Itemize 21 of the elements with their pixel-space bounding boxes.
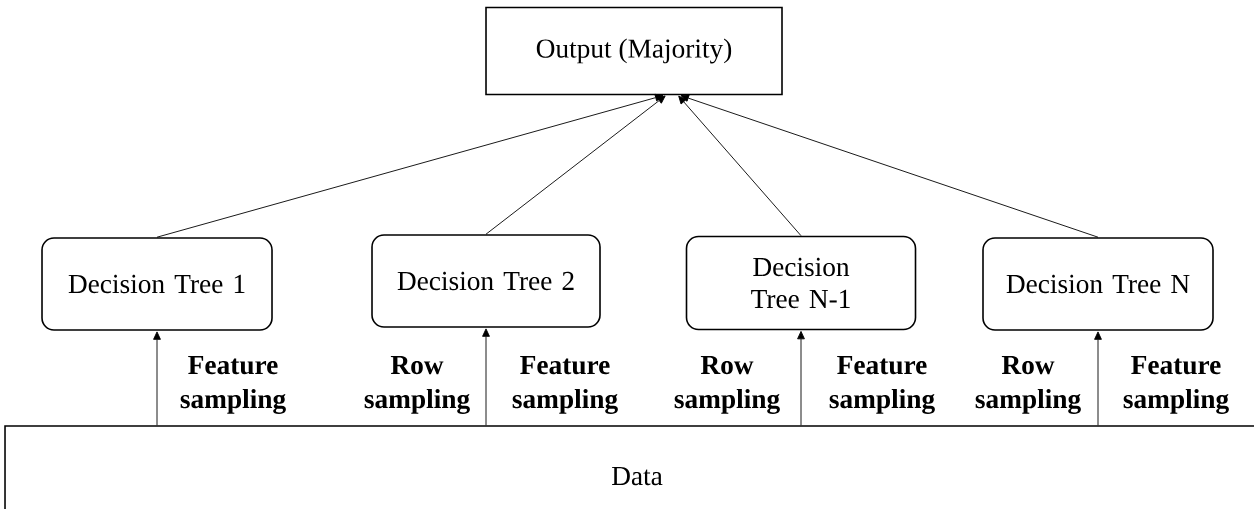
sampling-label: Feature sampling bbox=[512, 356, 618, 414]
decision-tree-box: Decision Tree N-1 bbox=[685, 235, 917, 331]
sampling-label: Row sampling bbox=[975, 356, 1081, 414]
sampling-label: Row sampling bbox=[674, 356, 780, 414]
arrow bbox=[156, 93, 664, 238]
decision-tree-box: Decision Tree N bbox=[982, 237, 1214, 331]
output-box: Output (Majority) bbox=[485, 6, 783, 96]
arrow bbox=[680, 94, 1099, 238]
sampling-label: Feature sampling bbox=[829, 356, 935, 414]
arrow bbox=[153, 331, 161, 426]
sampling-label: Feature sampling bbox=[1123, 356, 1229, 414]
arrow bbox=[678, 95, 802, 237]
arrow bbox=[482, 328, 490, 426]
data-box: Data bbox=[4, 425, 1254, 509]
arrow bbox=[797, 330, 805, 426]
sampling-label: Row sampling bbox=[364, 356, 470, 414]
sampling-label: Feature sampling bbox=[180, 356, 286, 414]
decision-tree-box: Decision Tree 2 bbox=[371, 234, 601, 328]
arrow bbox=[485, 95, 666, 235]
arrow bbox=[1094, 331, 1102, 426]
decision-tree-box: Decision Tree 1 bbox=[41, 237, 273, 331]
